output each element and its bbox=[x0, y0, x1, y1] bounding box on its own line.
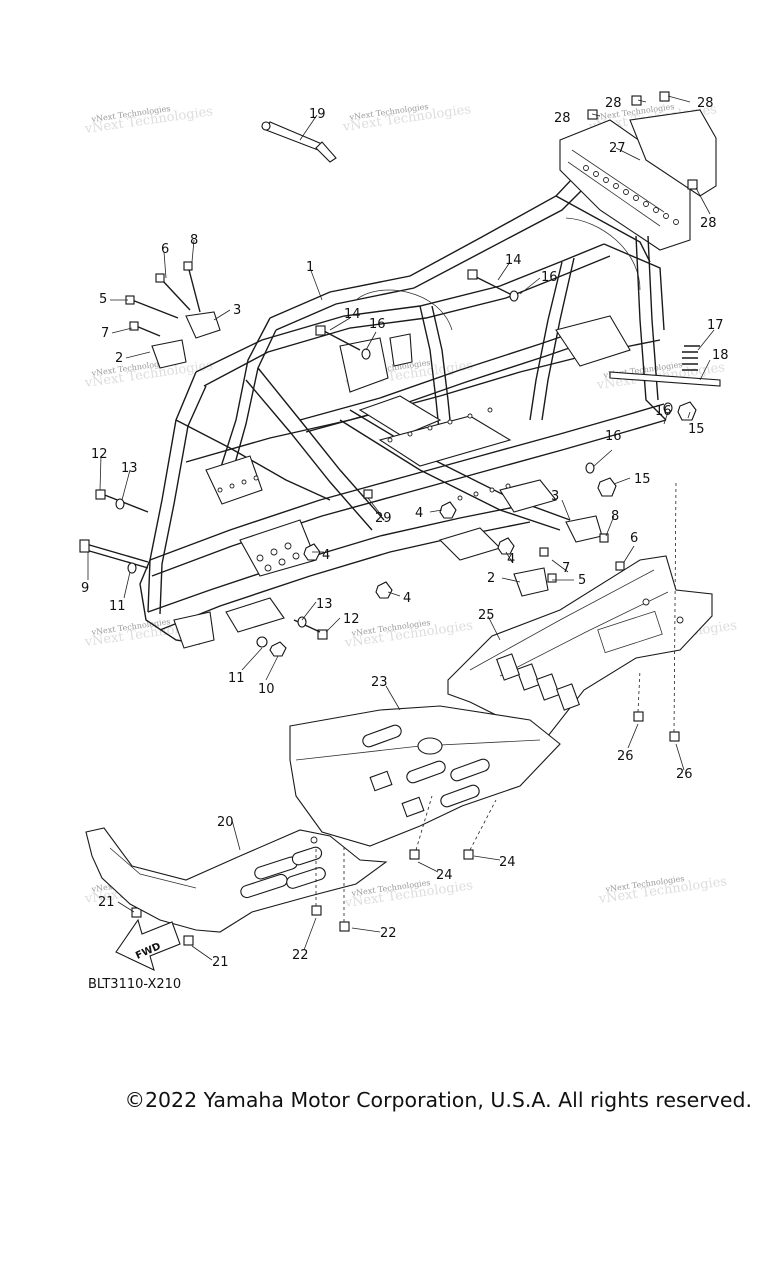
diagram-code: BLT3110-X210 bbox=[88, 977, 182, 992]
callout-28-a: 28 bbox=[554, 111, 571, 126]
callout-16-left: 16 bbox=[369, 317, 386, 332]
callout-7-right: 7 bbox=[562, 561, 570, 576]
callout-14: 14 bbox=[505, 253, 522, 268]
callout-24-b: 24 bbox=[499, 855, 516, 870]
fwd-arrow: FWD bbox=[115, 918, 181, 972]
callout-1: 1 bbox=[306, 260, 314, 275]
callout-23: 23 bbox=[371, 675, 388, 690]
fasteners bbox=[79, 91, 721, 946]
callout-16-mid: 16 bbox=[605, 429, 622, 444]
callout-28-b: 28 bbox=[605, 96, 622, 111]
callout-24-a: 24 bbox=[436, 868, 453, 883]
callout-16: 16 bbox=[541, 270, 558, 285]
callout-14-left: 14 bbox=[344, 307, 361, 322]
callouts: 19 1 6 8 3 5 7 2 12 13 9 11 13 12 11 10 … bbox=[81, 96, 729, 970]
callout-21-a: 21 bbox=[98, 895, 115, 910]
callout-9: 9 bbox=[81, 581, 89, 596]
callout-2: 2 bbox=[115, 351, 123, 366]
callout-5: 5 bbox=[99, 292, 107, 307]
frame-holes bbox=[217, 165, 679, 572]
callout-22-a: 22 bbox=[292, 948, 309, 963]
mount-2-left bbox=[151, 339, 187, 369]
callout-20: 20 bbox=[217, 815, 234, 830]
callout-16-right: 16 bbox=[655, 404, 672, 419]
callout-4-d: 4 bbox=[507, 552, 515, 567]
callout-8-right: 8 bbox=[611, 509, 619, 524]
bracket-3-top bbox=[185, 311, 221, 339]
callout-22-b: 22 bbox=[380, 926, 397, 941]
skid-plate-23 bbox=[289, 705, 561, 847]
callout-25: 25 bbox=[478, 608, 495, 623]
callout-4-b: 4 bbox=[322, 548, 330, 563]
skid-plate-25 bbox=[447, 555, 713, 741]
callout-7: 7 bbox=[101, 326, 109, 341]
callout-18: 18 bbox=[712, 348, 729, 363]
frame-assembly bbox=[139, 119, 691, 649]
callout-13: 13 bbox=[121, 461, 138, 476]
callout-11-lower: 11 bbox=[228, 671, 245, 686]
callout-15-mid: 15 bbox=[634, 472, 651, 487]
callout-13-lower: 13 bbox=[316, 597, 333, 612]
callout-2-right: 2 bbox=[487, 571, 495, 586]
mount-2-right bbox=[513, 567, 549, 597]
callout-17: 17 bbox=[707, 318, 724, 333]
leader-lines bbox=[87, 95, 715, 961]
callout-4-a: 4 bbox=[415, 506, 423, 521]
callout-12: 12 bbox=[91, 447, 108, 462]
pin-part bbox=[261, 121, 337, 163]
callout-28-d: 28 bbox=[700, 216, 717, 231]
callout-29: 29 bbox=[375, 511, 392, 526]
callout-12-lower: 12 bbox=[343, 612, 360, 627]
callout-21-b: 21 bbox=[212, 955, 229, 970]
callout-26-b: 26 bbox=[676, 767, 693, 782]
callout-3: 3 bbox=[233, 303, 241, 318]
callout-5-right: 5 bbox=[578, 573, 586, 588]
skid-plate-20 bbox=[85, 827, 388, 933]
callout-8: 8 bbox=[190, 233, 198, 248]
callout-19: 19 bbox=[309, 107, 326, 122]
callout-27: 27 bbox=[609, 141, 626, 156]
callout-10: 10 bbox=[258, 682, 275, 697]
callout-15-right: 15 bbox=[688, 422, 705, 437]
bracket-3-right bbox=[565, 515, 603, 543]
callout-4-c: 4 bbox=[403, 591, 411, 606]
callout-28-c: 28 bbox=[697, 96, 714, 111]
callout-6: 6 bbox=[161, 242, 169, 257]
callout-11: 11 bbox=[109, 599, 126, 614]
callout-3-right: 3 bbox=[551, 489, 559, 504]
callout-6-right: 6 bbox=[630, 531, 638, 546]
copyright-notice: ©2022 Yamaha Motor Corporation, U.S.A. A… bbox=[124, 1088, 752, 1112]
callout-26-a: 26 bbox=[617, 749, 634, 764]
